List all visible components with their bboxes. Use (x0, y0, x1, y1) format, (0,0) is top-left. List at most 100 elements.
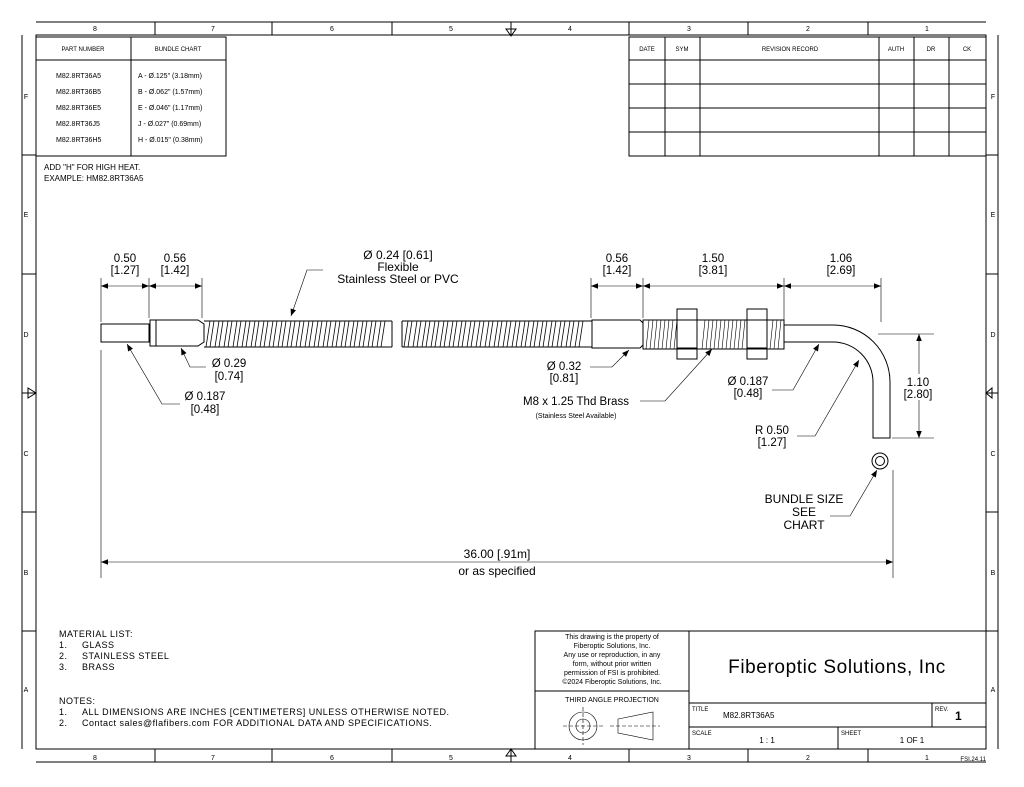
sheath-coil (502, 320, 512, 348)
material-list: MATERIAL LIST: 1. GLASS 2. STAINLESS STE… (59, 629, 169, 672)
thread-line (769, 319, 774, 350)
tip-length-dim-cm: [1.27] (111, 265, 140, 277)
part-number-header: PART NUMBER (61, 47, 105, 53)
sheet-border (21, 21, 999, 763)
thread-line (709, 319, 714, 350)
ck-header: CK (963, 47, 971, 53)
part-number-cell: M82.8RT36B5 (56, 89, 101, 96)
dimension-lines (100, 269, 934, 578)
zone-row-b: B (24, 570, 29, 577)
sheath-diameter-label: Ø 0.24 [0.61] (363, 248, 432, 262)
zone-row-d: D (23, 332, 28, 339)
sheath-coil (466, 320, 476, 348)
sheath-coil (412, 320, 422, 348)
bundle-size-cell: J - Ø.027" (0.69mm) (138, 121, 201, 128)
sheath-coil (241, 320, 251, 348)
sheath-coil (304, 320, 314, 348)
probe-tip (100, 323, 150, 343)
sheath-coil (340, 320, 350, 348)
title-field-label: TITLE (692, 707, 708, 713)
sheath-coil (547, 320, 557, 348)
sheath-coil (214, 320, 224, 348)
bundle-size-callout: BUNDLE SIZE (765, 492, 844, 506)
zone-row-b-right: B (991, 570, 996, 577)
sheet-field-label: SHEET (841, 731, 861, 737)
zone-row-a: A (24, 687, 29, 694)
zone-col-4: 4 (568, 26, 572, 33)
zone-col-5: 5 (449, 26, 453, 33)
thread-line (733, 319, 738, 350)
property-notice-line: form, without prior written (573, 661, 652, 668)
thread-alternative-label: (Stainless Steel Available) (536, 413, 617, 420)
bend-height-dim-cm: [2.80] (904, 389, 933, 401)
overall-length-note: or as specified (458, 564, 535, 578)
thread-line (661, 319, 666, 350)
zone-row-d-right: D (990, 332, 995, 339)
zone-labels: 8 7 6 5 4 3 2 1 8 7 6 5 4 3 2 1 F E D C … (23, 26, 995, 762)
material-number: 1. (59, 640, 68, 650)
note-number: 2. (59, 718, 68, 728)
part-number-cell: M82.8RT36A5 (56, 73, 101, 80)
sheath-coil (232, 320, 242, 348)
sheath-coil (457, 320, 467, 348)
auth-header: AUTH (888, 47, 904, 53)
sheath-coil (286, 320, 296, 348)
zone-col-8-bottom: 8 (93, 755, 97, 762)
zone-col-2: 2 (806, 26, 810, 33)
hex-nut-left (676, 308, 698, 360)
zone-col-1: 1 (925, 26, 929, 33)
zone-row-a-right: A (991, 687, 996, 694)
zone-col-6: 6 (330, 26, 334, 33)
sheath-coil (349, 320, 359, 348)
thread-length-dim: 1.50 (702, 253, 724, 265)
zone-col-1-bottom: 1 (925, 755, 929, 762)
bundle-chart-table: PART NUMBER BUNDLE CHART M82.8RT36A5 A -… (35, 36, 227, 157)
bend-radius-label: R 0.50 (755, 425, 789, 437)
revision-table: DATE SYM REVISION RECORD AUTH DR CK (628, 36, 987, 157)
thread-line (665, 319, 670, 350)
bend-length-dim-cm: [2.69] (827, 265, 856, 277)
zone-col-6-bottom: 6 (330, 755, 334, 762)
property-notice-line: ©2024 Fiberoptic Solutions, Inc. (562, 678, 661, 686)
sheath-coil (538, 320, 548, 348)
tip-length-dim: 0.50 (114, 253, 136, 265)
material-item: STAINLESS STEEL (82, 651, 169, 661)
sheath-type-label: Flexible (377, 260, 419, 274)
end-ferrule-diameter-label: Ø 0.32 (547, 361, 582, 373)
sheath-coil (313, 320, 323, 348)
title-block: This drawing is the property of Fiberopt… (534, 630, 987, 750)
ferrule-length-dim: 0.56 (164, 253, 186, 265)
thread-line (657, 319, 662, 350)
zone-col-4-bottom: 4 (568, 755, 572, 762)
notes: NOTES: 1. ALL DIMENSIONS ARE INCHES [CEN… (59, 696, 450, 728)
scale-field-label: SCALE (692, 731, 712, 737)
bend-height-dim: 1.10 (907, 377, 929, 389)
bend-radius-label-cm: [1.27] (758, 437, 787, 449)
zone-row-e-right: E (991, 212, 996, 219)
thread-line (741, 319, 746, 350)
thread-line (713, 319, 718, 350)
zone-row-e: E (24, 212, 29, 219)
ferrule-diameter-label: Ø 0.29 (212, 358, 247, 370)
third-angle-projection-icon (563, 707, 660, 745)
zone-col-3: 3 (687, 26, 691, 33)
sheath-coil (556, 320, 566, 348)
thread-spec-label: M8 x 1.25 Thd Brass (523, 396, 629, 408)
thread-lines (645, 319, 782, 350)
note-text: ALL DIMENSIONS ARE INCHES [CENTIMETERS] … (82, 707, 450, 717)
sheath-coils-right (403, 320, 584, 348)
sheath-coil (367, 320, 377, 348)
end-ferrule-length-dim-cm: [1.42] (603, 265, 632, 277)
sheath-coil (259, 320, 269, 348)
thread-line (717, 319, 722, 350)
hex-nut-right (746, 308, 768, 360)
thread-line (645, 319, 650, 350)
bundle-chart-header: BUNDLE CHART (155, 47, 202, 53)
note-text: Contact sales@flafibers.com FOR ADDITION… (82, 718, 432, 728)
thread-length-dim-cm: [3.81] (699, 265, 728, 277)
zone-col-7: 7 (211, 26, 215, 33)
material-number: 2. (59, 651, 68, 661)
right-ferrule (591, 319, 644, 349)
thread-line (725, 319, 730, 350)
property-notice-line: Any use or reproduction, in any (564, 652, 661, 659)
